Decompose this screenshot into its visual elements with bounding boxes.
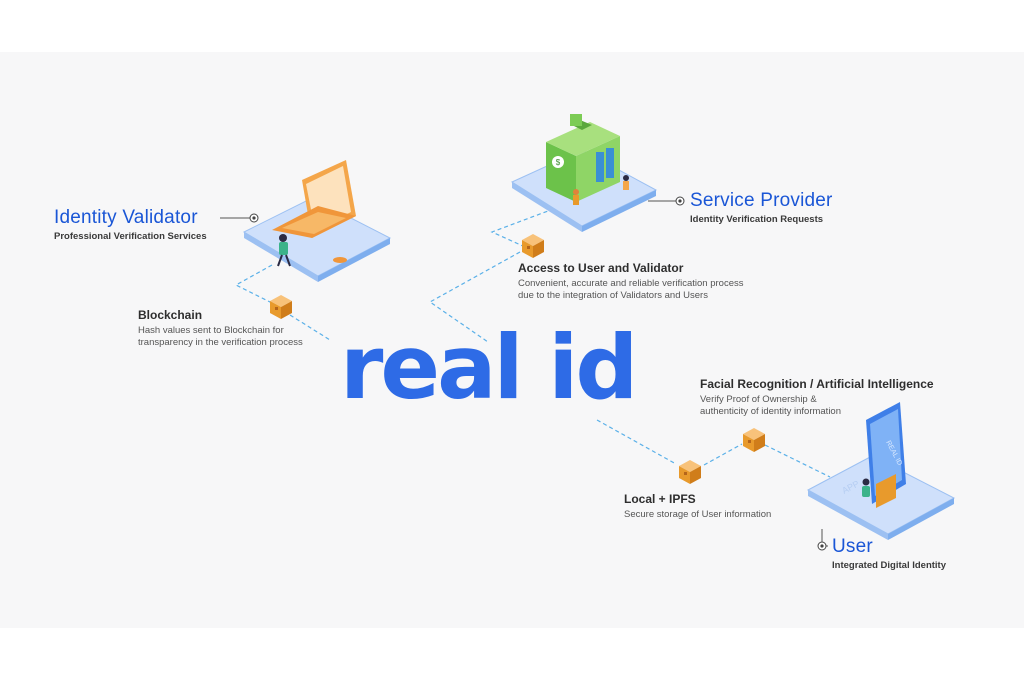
facial-desc-line: Verify Proof of Ownership &	[700, 394, 817, 405]
blockchain-cube-icon	[270, 295, 292, 319]
facial-node: Facial Recognition / Artificial Intellig…	[700, 377, 934, 418]
user-title: User	[832, 536, 873, 557]
building-icon: $	[510, 114, 658, 232]
local-title: Local + IPFS	[624, 492, 696, 506]
local-desc-line: Secure storage of User information	[624, 509, 772, 520]
connector-local-facial	[703, 443, 743, 466]
identity-validator-label: Identity Validator Professional Verifica…	[54, 207, 207, 242]
facial-desc: Verify Proof of Ownership & authenticity…	[700, 394, 934, 418]
blockchain-node: Blockchain Hash values sent to Blockchai…	[138, 308, 303, 349]
service-provider-subtitle: Identity Verification Requests	[690, 214, 824, 225]
connector-blockchain-logo	[289, 314, 331, 341]
connector-logo-local	[596, 419, 677, 465]
connector-facial-user	[764, 444, 831, 478]
access-desc-line: due to the integration of Validators and…	[518, 290, 708, 301]
connector-validator-blockchain	[234, 264, 275, 305]
phone-icon: REAL ID APP	[806, 402, 956, 540]
diagram-artwork: $ REAL ID APP	[220, 114, 956, 551]
connector-access-logo	[428, 251, 521, 343]
blockchain-desc: Hash values sent to Blockchain for trans…	[138, 325, 303, 349]
access-desc: Convenient, accurate and reliable verifi…	[518, 278, 744, 302]
local-desc: Secure storage of User information	[624, 509, 771, 521]
diagram-canvas: $ REAL ID APP	[0, 52, 1024, 628]
blockchain-title: Blockchain	[138, 308, 203, 322]
identity-validator-subtitle: Professional Verification Services	[54, 231, 207, 242]
service-provider-label: Service Provider Identity Verification R…	[690, 190, 833, 225]
user-label: User Integrated Digital Identity	[832, 536, 946, 571]
blockchain-desc-line: transparency in the verification process	[138, 337, 303, 348]
access-desc-line: Convenient, accurate and reliable verifi…	[518, 278, 744, 289]
local-ipfs-node: Local + IPFS Secure storage of User info…	[624, 492, 771, 521]
facial-cube-icon	[743, 428, 765, 452]
access-node: Access to User and Validator Convenient,…	[518, 261, 744, 302]
identity-validator-title: Identity Validator	[54, 207, 198, 228]
svg-text:$: $	[556, 158, 561, 167]
facial-desc-line: authenticity of identity information	[700, 406, 841, 417]
service-provider-title: Service Provider	[690, 190, 833, 211]
real-id-logo: real id	[340, 316, 638, 419]
user-subtitle: Integrated Digital Identity	[832, 560, 947, 571]
local-cube-icon	[679, 460, 701, 484]
blockchain-desc-line: Hash values sent to Blockchain for	[138, 325, 284, 336]
access-cube-icon	[522, 234, 544, 258]
laptop-icon	[242, 160, 392, 282]
access-title: Access to User and Validator	[518, 261, 684, 275]
facial-title: Facial Recognition / Artificial Intellig…	[700, 377, 934, 391]
leader-dots	[249, 196, 827, 551]
